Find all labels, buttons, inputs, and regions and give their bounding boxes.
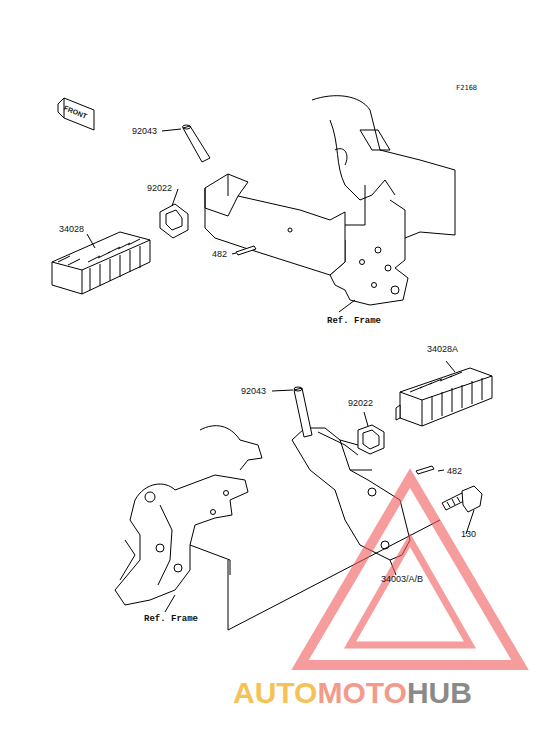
watermark-text: HUB	[406, 677, 473, 709]
watermark-text: AUTO	[232, 677, 318, 709]
lower-holder	[292, 428, 410, 560]
cotter-pin	[236, 246, 256, 255]
bolt	[442, 486, 482, 512]
upper-frame	[312, 96, 455, 305]
washer	[358, 425, 384, 454]
callout-number: 92043	[131, 126, 158, 137]
callout-number: 92022	[146, 183, 173, 194]
upper-holder-clevis	[205, 174, 238, 216]
figure-code: F2168	[455, 84, 478, 93]
callout-number: 482	[211, 249, 228, 260]
callout-number: 92043	[240, 386, 267, 397]
washer	[160, 204, 188, 238]
icon-text: FRONT	[62, 103, 90, 121]
callout-number: 130	[460, 529, 477, 540]
callout-number: 34003/A/B	[380, 574, 424, 585]
callout-number: 482	[446, 466, 463, 477]
reference-label: Ref. Frame	[326, 316, 382, 327]
watermark-logo	[300, 478, 520, 665]
watermark-text: MOTO	[316, 677, 407, 709]
lower-frame	[115, 426, 262, 605]
cotter-pin	[416, 466, 434, 474]
pin	[183, 126, 210, 162]
callout-number: 92022	[347, 398, 374, 409]
upper-holder	[205, 174, 345, 275]
footpeg-rubber	[52, 232, 150, 294]
footpeg-rubber	[396, 368, 492, 426]
callout-number: 34028A	[426, 344, 459, 355]
reference-label: Ref. Frame	[143, 614, 199, 625]
pin	[294, 388, 312, 437]
callout-number: 34028	[58, 224, 85, 235]
